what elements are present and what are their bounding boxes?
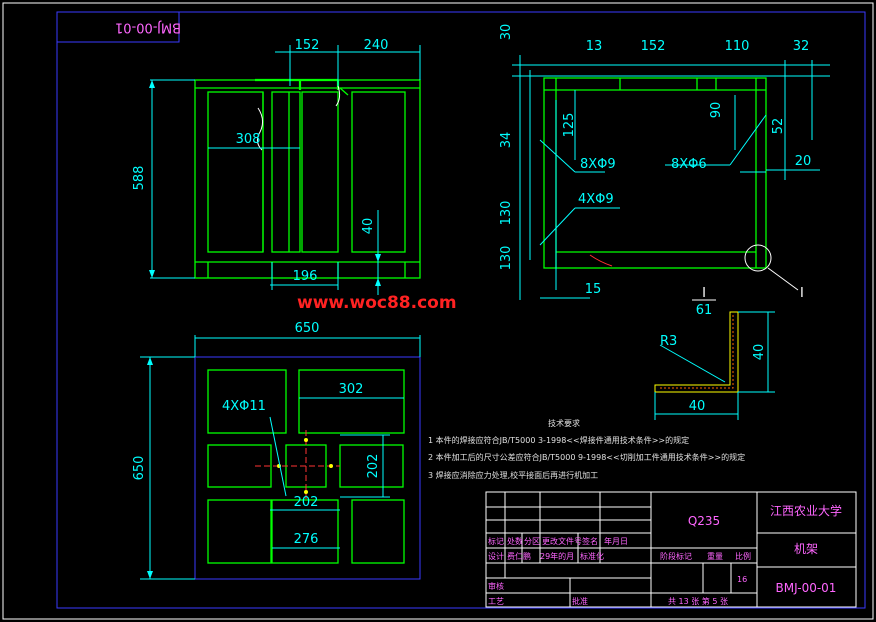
- tb-row2-date: 29年的月: [540, 551, 574, 561]
- tb-row2-design: 设计: [488, 551, 504, 561]
- side-dim-13: 13: [586, 39, 603, 54]
- tb-drawing-no: BMJ-00-01: [776, 581, 837, 595]
- front-view: 152 240 588 308 196 40: [132, 38, 421, 295]
- tech-notes: 技术要求 1 本件的焊接应符合JB/T5000 3-1998<<焊接件通用技术条…: [428, 418, 745, 480]
- tb-row1-count: 处数: [507, 536, 523, 546]
- top-dim-276: 276: [294, 532, 319, 547]
- side-callout-8x9: 8XΦ9: [580, 157, 616, 172]
- detail-dim-40-h: 40: [689, 399, 706, 414]
- inner-border: [56, 11, 866, 609]
- side-dim-32: 32: [793, 39, 810, 54]
- detail-label: I: [702, 286, 706, 301]
- side-dim-34: 34: [499, 132, 514, 149]
- front-dim-40: 40: [361, 218, 376, 235]
- tech-note-3: 3 焊接应消除应力处理,校平接面后再进行机加工: [428, 470, 598, 480]
- tech-note-2: 2 本件加工后的尺寸公差应符合JB/T5000 9-1998<<切削加工件通用技…: [428, 452, 745, 462]
- front-dim-308: 308: [236, 132, 261, 147]
- tb-row1-sign: 签名: [582, 536, 598, 546]
- watermark: www.woc88.com: [297, 293, 457, 313]
- top-dim-202-v: 202: [366, 454, 381, 479]
- side-dim-15: 15: [585, 282, 602, 297]
- side-dim-20: 20: [795, 154, 812, 169]
- side-callout-8x6: 8XΦ6: [671, 157, 707, 172]
- top-dim-650-w: 650: [295, 321, 320, 336]
- side-dim-130-a: 130: [499, 201, 514, 226]
- tb-sheets: 共 13 张 第 5 张: [668, 596, 728, 606]
- front-dim-588: 588: [132, 166, 147, 191]
- tb-row1-mark: 标记: [488, 536, 504, 546]
- tb-school: 江西农业大学: [770, 503, 842, 518]
- side-dim-125: 125: [562, 113, 577, 138]
- side-dim-130-b: 130: [499, 246, 514, 271]
- front-dim-240: 240: [364, 38, 389, 53]
- detail-dim-40-v: 40: [752, 344, 767, 361]
- tb-row1-docno: 更改文件号: [542, 536, 582, 546]
- top-dim-302: 302: [339, 382, 364, 397]
- detail-scale: 61: [696, 303, 713, 318]
- top-view: 650 650 302 202 202 276 4XΦ11: [132, 321, 421, 580]
- detail-radius: R3: [660, 334, 677, 349]
- tb-part-name: 机架: [794, 542, 818, 556]
- top-dim-650-h: 650: [132, 456, 147, 481]
- front-dim-152: 152: [295, 38, 320, 53]
- mirrored-code-box: [56, 11, 180, 43]
- side-detail-tag: I: [800, 286, 804, 301]
- side-view: 13 152 110 32 30 34 130 130 125 90 52 20…: [499, 24, 830, 301]
- tb-scale-label: 比例: [735, 551, 751, 561]
- side-dim-52: 52: [771, 118, 786, 135]
- mirrored-drawing-code: BMJ-00-01: [115, 20, 181, 35]
- tech-notes-title: 技术要求: [548, 418, 580, 428]
- top-callout-4x11: 4XΦ11: [222, 399, 266, 414]
- tb-stage-label: 阶段标记: [660, 551, 692, 561]
- side-dim-110: 110: [725, 39, 750, 54]
- tb-row1-zone: 分区: [524, 537, 540, 546]
- title-block: Q235 江西农业大学 机架 BMJ-00-01 标记 处数 分区 更改文件号 …: [485, 491, 857, 608]
- tb-row2-designer: 费仁鹏: [507, 551, 531, 561]
- tb-weight-label: 重量: [707, 551, 723, 561]
- front-dim-196: 196: [293, 269, 318, 284]
- top-dim-202-h: 202: [294, 495, 319, 510]
- tb-row1-date: 年月日: [604, 536, 628, 546]
- tb-review: 审核: [488, 581, 504, 591]
- side-dim-152: 152: [641, 39, 666, 54]
- tb-row2-standard: 标准化: [580, 551, 604, 561]
- side-dim-90: 90: [709, 102, 724, 119]
- side-dim-30: 30: [499, 24, 514, 41]
- detail-view: I 61 R3 40 40: [654, 286, 775, 420]
- tb-material: Q235: [688, 514, 720, 528]
- tb-scale-value: 16: [737, 575, 747, 584]
- tech-note-1: 1 本件的焊接应符合JB/T5000 3-1998<<焊接件通用技术条件>>的规…: [428, 435, 689, 445]
- side-callout-4x9: 4XΦ9: [578, 192, 614, 207]
- tb-process: 工艺: [488, 597, 504, 606]
- tb-approve: 批准: [572, 596, 588, 606]
